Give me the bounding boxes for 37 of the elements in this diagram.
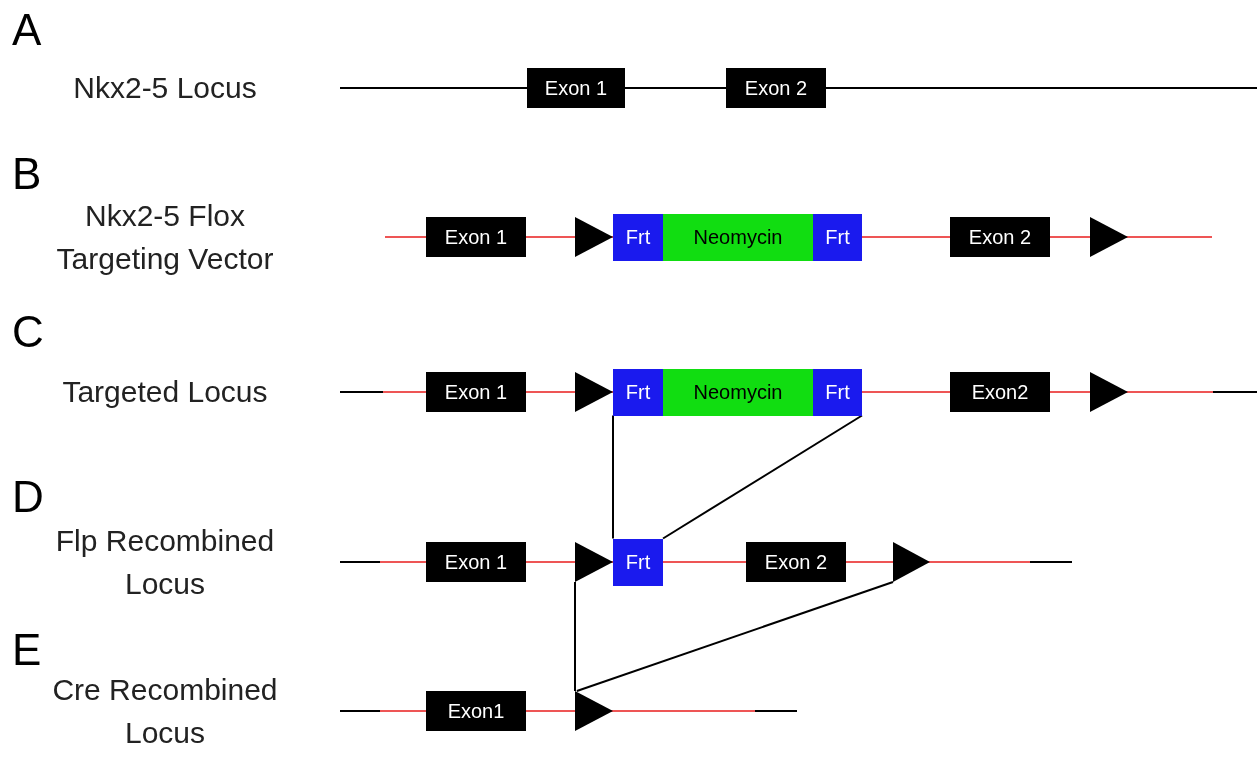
exon-box: Exon 1 [426, 542, 526, 582]
loxp-triangle [575, 217, 613, 257]
exon-box: Exon 1 [527, 68, 625, 108]
frt-box: Frt [613, 538, 663, 586]
row-label: Nkx2-5 Locus [72, 70, 258, 107]
panel-letter: D [12, 475, 44, 519]
neomycin-box: Neomycin [663, 213, 813, 261]
exon-box: Exon2 [950, 372, 1050, 412]
exon-box: Exon 2 [746, 542, 846, 582]
loxp-triangle [575, 691, 613, 731]
loxp-triangle [893, 542, 930, 582]
connector-line [612, 414, 614, 540]
exon-box: Exon 1 [426, 372, 526, 412]
panel-letter: A [12, 8, 42, 52]
frt-box: Frt [813, 368, 862, 416]
frt-box: Frt [613, 368, 663, 416]
panel-letter: B [12, 152, 42, 196]
exon-box: Exon 1 [426, 217, 526, 257]
panel-letter: C [12, 310, 44, 354]
connector-line [574, 581, 576, 692]
loxp-triangle [575, 372, 613, 412]
loxp-triangle [575, 542, 613, 582]
row-label: Targeted Locus [61, 374, 269, 411]
row-label: Nkx2-5 Flox Targeting Vector [55, 197, 275, 277]
neomycin-box: Neomycin [663, 368, 813, 416]
row-label: Cre Recombined Locus [51, 671, 279, 751]
connector-line [575, 581, 894, 692]
loxp-triangle [1090, 217, 1128, 257]
row-label: Flp Recombined Locus [54, 522, 276, 602]
frt-box: Frt [813, 213, 862, 261]
exon-box: Exon 2 [726, 68, 826, 108]
loxp-triangle [1090, 372, 1128, 412]
exon-box: Exon 2 [950, 217, 1050, 257]
frt-box: Frt [613, 213, 663, 261]
panel-letter: E [12, 628, 42, 672]
exon-box: Exon1 [426, 691, 526, 731]
connector-line [662, 414, 863, 540]
